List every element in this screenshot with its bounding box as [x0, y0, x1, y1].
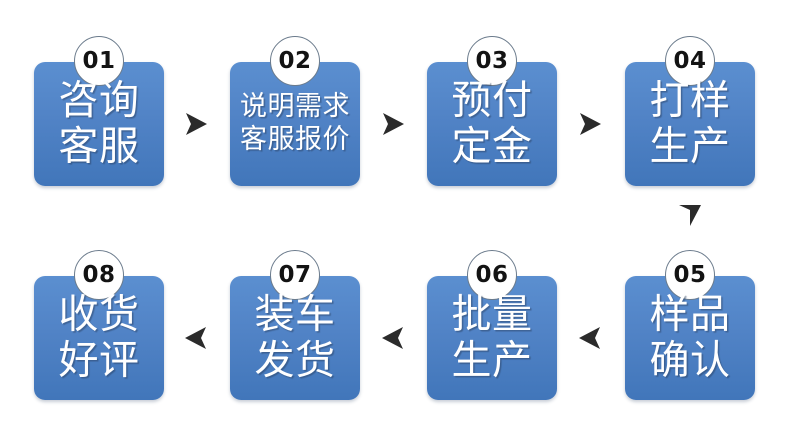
step-box-05[interactable]: 05 样品 确认	[625, 250, 755, 400]
step-box-07[interactable]: 07 装车 发货	[230, 250, 360, 400]
step-label-03: 预付 定金	[451, 77, 533, 170]
arrow-left-icon-07-08	[180, 322, 212, 354]
step-box-08[interactable]: 08 收货 好评	[34, 250, 164, 400]
step-number-01: 01	[82, 47, 116, 74]
arrow-right-icon-02-03	[377, 108, 409, 140]
step-badge-08: 08	[74, 250, 124, 300]
step-badge-04: 04	[665, 36, 715, 86]
step-label-05: 样品 确认	[649, 291, 731, 384]
arrow-down-icon-04-05	[674, 199, 706, 231]
step-badge-02: 02	[270, 36, 320, 86]
step-box-06[interactable]: 06 批量 生产	[427, 250, 557, 400]
step-box-02[interactable]: 02 说明需求 客服报价	[230, 36, 360, 186]
step-number-07: 07	[278, 261, 312, 288]
step-badge-01: 01	[74, 36, 124, 86]
step-label-02: 说明需求 客服报价	[240, 91, 350, 155]
step-number-04: 04	[673, 47, 707, 74]
step-badge-06: 06	[467, 250, 517, 300]
step-badge-07: 07	[270, 250, 320, 300]
step-label-08: 收货 好评	[58, 291, 140, 384]
step-label-06: 批量 生产	[451, 291, 533, 384]
step-box-03[interactable]: 03 预付 定金	[427, 36, 557, 186]
step-number-06: 06	[475, 261, 509, 288]
step-badge-03: 03	[467, 36, 517, 86]
step-label-07: 装车 发货	[254, 291, 336, 384]
arrow-left-icon-05-06	[574, 322, 606, 354]
step-number-02: 02	[278, 47, 312, 74]
arrow-right-icon-01-02	[180, 108, 212, 140]
step-label-01: 咨询 客服	[58, 77, 140, 170]
step-label-04: 打样 生产	[649, 77, 731, 170]
step-number-03: 03	[475, 47, 509, 74]
step-number-08: 08	[82, 261, 116, 288]
step-box-04[interactable]: 04 打样 生产	[625, 36, 755, 186]
arrow-left-icon-06-07	[377, 322, 409, 354]
step-number-05: 05	[673, 261, 707, 288]
arrow-right-icon-03-04	[574, 108, 606, 140]
step-box-01[interactable]: 01 咨询 客服	[34, 36, 164, 186]
step-badge-05: 05	[665, 250, 715, 300]
